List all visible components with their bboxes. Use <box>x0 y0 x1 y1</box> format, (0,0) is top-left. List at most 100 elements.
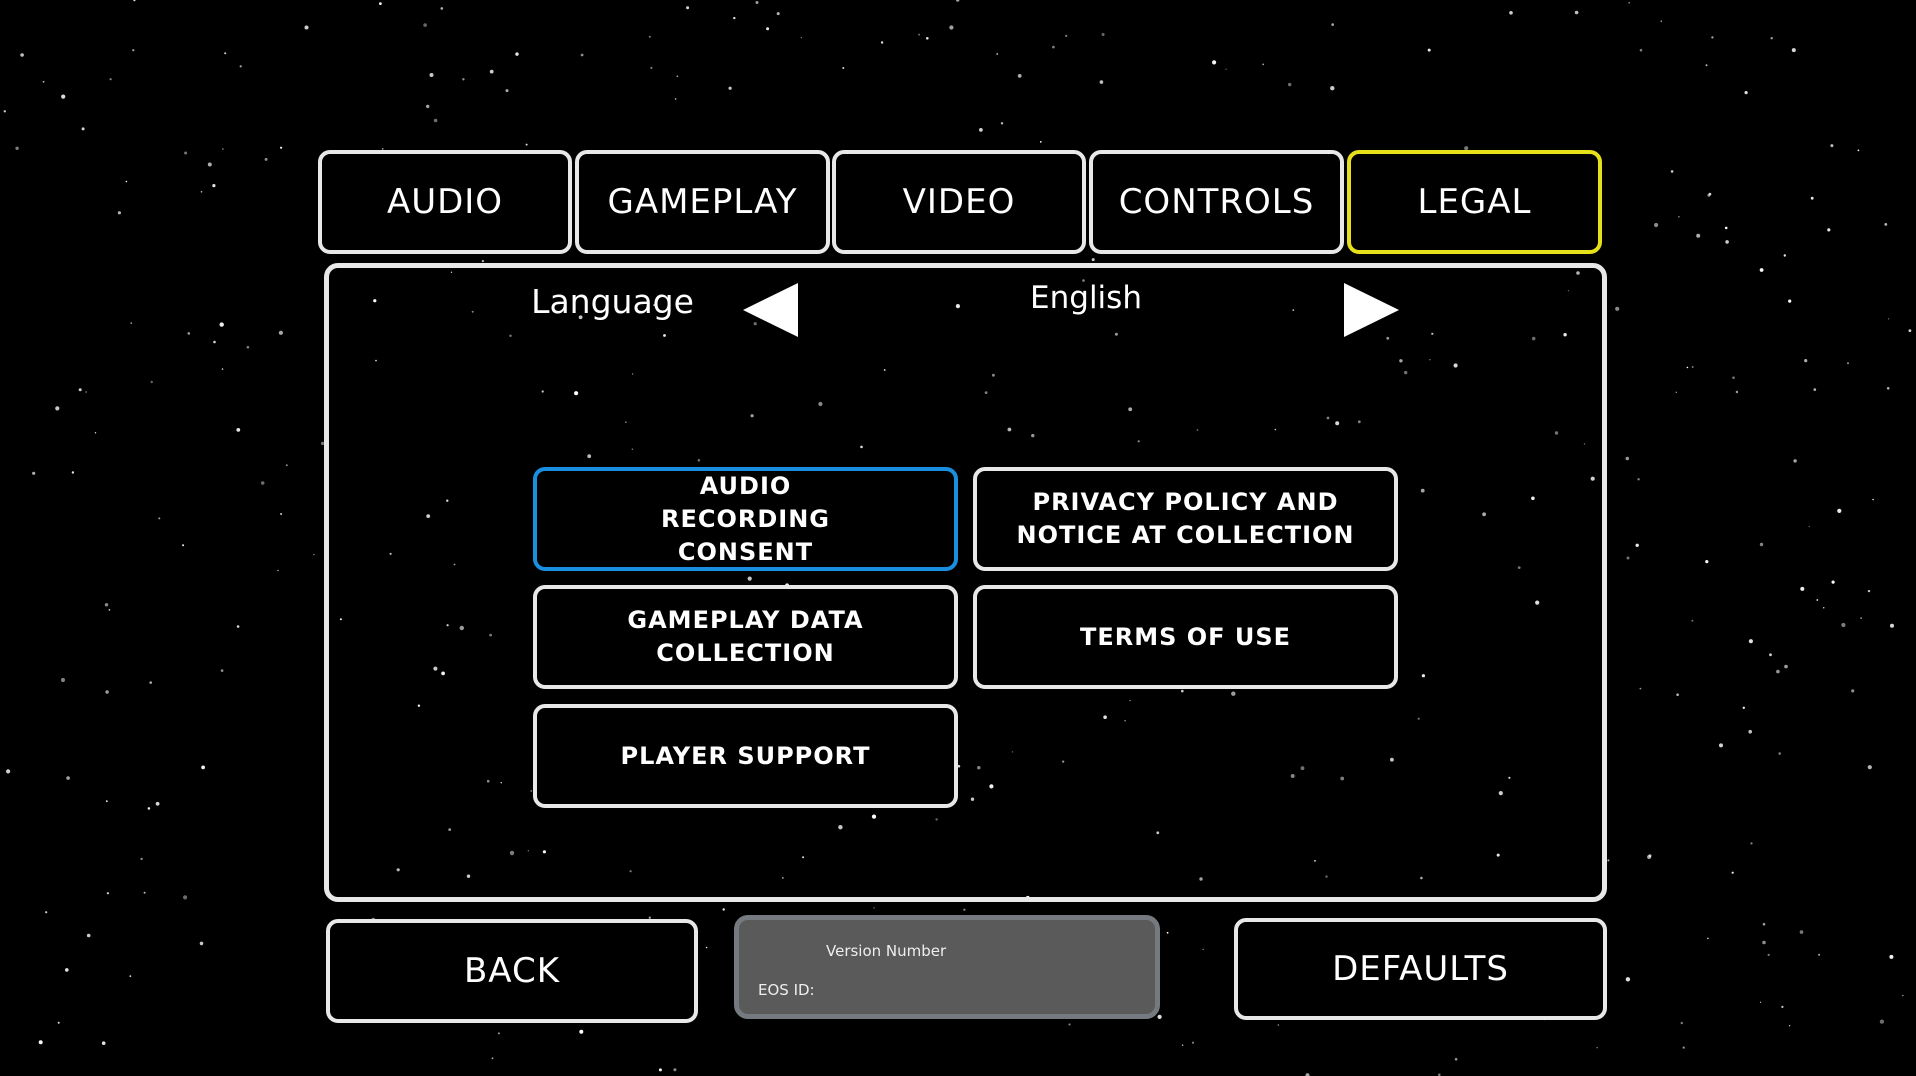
star <box>838 825 843 830</box>
star <box>1326 416 1330 420</box>
star <box>1496 853 1500 857</box>
star <box>200 191 203 193</box>
star <box>236 625 240 628</box>
star <box>375 359 377 362</box>
star <box>542 850 547 854</box>
tab-legal[interactable]: LEGAL <box>1347 150 1602 254</box>
button-label: PRIVACY POLICY AND NOTICE AT COLLECTION <box>1016 488 1355 549</box>
star <box>55 406 60 411</box>
star <box>963 908 966 911</box>
star <box>631 373 634 375</box>
tab-controls[interactable]: CONTROLS <box>1089 150 1344 254</box>
star <box>396 868 400 872</box>
star <box>1082 279 1085 282</box>
star <box>66 776 70 780</box>
star <box>489 633 492 637</box>
star <box>417 704 421 707</box>
star <box>1196 429 1199 431</box>
star <box>579 1029 584 1034</box>
star <box>182 544 185 547</box>
star <box>1890 623 1894 628</box>
button-label: TERMS OF USE <box>1079 622 1292 651</box>
star <box>733 16 736 20</box>
player-support-button[interactable]: PLAYER SUPPORT <box>533 704 958 808</box>
star <box>1884 223 1888 226</box>
star <box>1596 1047 1598 1049</box>
tab-audio[interactable]: AUDIO <box>318 150 572 254</box>
star <box>1705 64 1708 67</box>
star <box>446 499 449 502</box>
tab-video[interactable]: VIDEO <box>832 150 1086 254</box>
star <box>1421 674 1425 678</box>
star <box>1816 599 1819 601</box>
language-next-arrow-icon[interactable] <box>1344 283 1399 337</box>
star <box>339 618 342 621</box>
star <box>446 624 449 627</box>
star <box>705 946 708 949</box>
star <box>220 669 224 672</box>
star <box>1101 33 1105 36</box>
star <box>1103 715 1107 719</box>
star <box>1305 1073 1310 1076</box>
star <box>304 25 309 30</box>
star <box>1181 1044 1184 1046</box>
star <box>239 65 242 68</box>
star <box>1274 428 1277 431</box>
star <box>1857 149 1860 152</box>
star <box>1691 619 1694 622</box>
terms-of-use-button[interactable]: TERMS OF USE <box>973 585 1398 689</box>
star <box>1590 476 1595 481</box>
star <box>674 98 677 100</box>
star <box>1889 954 1894 959</box>
audio-recording-consent-button[interactable]: AUDIO RECORDING CONSENT <box>533 467 958 571</box>
language-previous-arrow-icon[interactable] <box>743 283 798 337</box>
star <box>1535 600 1540 605</box>
star <box>313 554 315 556</box>
tab-gameplay[interactable]: GAMEPLAY <box>575 150 830 254</box>
star <box>1788 299 1792 303</box>
star <box>65 968 69 972</box>
star <box>1181 689 1184 693</box>
star <box>648 916 651 919</box>
star <box>1635 543 1639 547</box>
button-label: AUDIO RECORDING CONSENT <box>660 471 830 566</box>
gameplay-data-collection-button[interactable]: GAMEPLAY DATA COLLECTION <box>533 585 958 689</box>
star <box>1639 687 1642 690</box>
star <box>1725 240 1729 244</box>
star <box>1744 91 1748 95</box>
star <box>574 391 579 396</box>
star <box>459 625 464 631</box>
star <box>1099 80 1104 84</box>
star <box>448 828 452 831</box>
button-label: GAMEPLAY DATA COLLECTION <box>627 606 864 667</box>
star <box>285 464 288 467</box>
star <box>109 78 112 81</box>
star <box>1902 994 1904 997</box>
star <box>60 677 66 683</box>
star <box>989 784 994 789</box>
star <box>1386 336 1390 340</box>
star <box>970 797 975 801</box>
star <box>1872 498 1874 501</box>
star <box>105 800 108 803</box>
defaults-button[interactable]: DEFAULTS <box>1234 918 1607 1020</box>
back-button[interactable]: BACK <box>326 919 698 1023</box>
star <box>85 391 87 393</box>
star <box>1231 691 1236 696</box>
star <box>578 315 583 320</box>
star <box>1199 877 1203 881</box>
star <box>440 7 444 10</box>
star <box>32 471 36 475</box>
star <box>1427 48 1431 52</box>
star <box>1762 922 1766 926</box>
privacy-policy-button[interactable]: PRIVACY POLICY AND NOTICE AT COLLECTION <box>973 467 1398 571</box>
star <box>1531 336 1536 341</box>
star <box>158 517 161 520</box>
star <box>1420 488 1425 493</box>
star <box>1707 937 1709 940</box>
star <box>143 891 146 894</box>
star <box>462 78 465 81</box>
star <box>373 299 377 303</box>
star <box>117 211 121 215</box>
star <box>212 184 216 188</box>
